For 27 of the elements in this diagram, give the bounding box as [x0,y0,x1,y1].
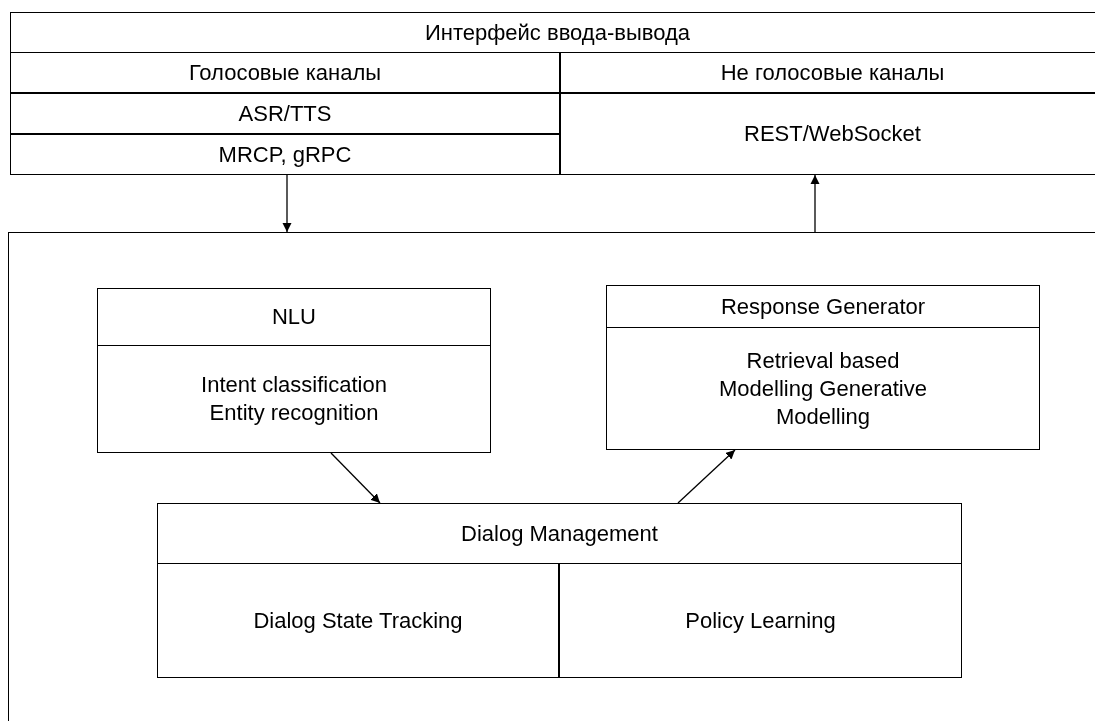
table-cell [10,93,560,134]
box-text: Retrieval based Modelling Generative Modelling [718,346,928,431]
box-text: MRCP, gRPC [218,140,352,169]
table-cell [10,134,560,175]
box-text: ASR/TTS [238,99,332,128]
component-box [97,288,491,453]
box-text: Интерфейс ввода-вывода [424,18,690,47]
arrow [282,174,292,233]
component-box [157,503,962,678]
table-cell [560,52,1095,93]
box-text: Dialog State Tracking [253,606,463,635]
box-text: Голосовые каналы [188,58,382,87]
box-text: Не голосовые каналы [720,58,945,87]
table-cell [10,52,560,93]
arrow [677,449,736,504]
box-text: Policy Learning [685,606,836,635]
table-frame [10,12,1095,175]
component-box [606,285,1040,450]
table-cell [560,93,1095,175]
box-text: REST/WebSocket [744,120,921,148]
arrow [810,174,820,233]
container-box [8,232,1095,721]
box-text: NLU [272,303,316,331]
box-text: Intent classification Entity recognition [200,371,388,427]
box-text: Response Generator [720,292,926,321]
box-text: Dialog Management [461,519,658,548]
arrow [330,452,381,504]
